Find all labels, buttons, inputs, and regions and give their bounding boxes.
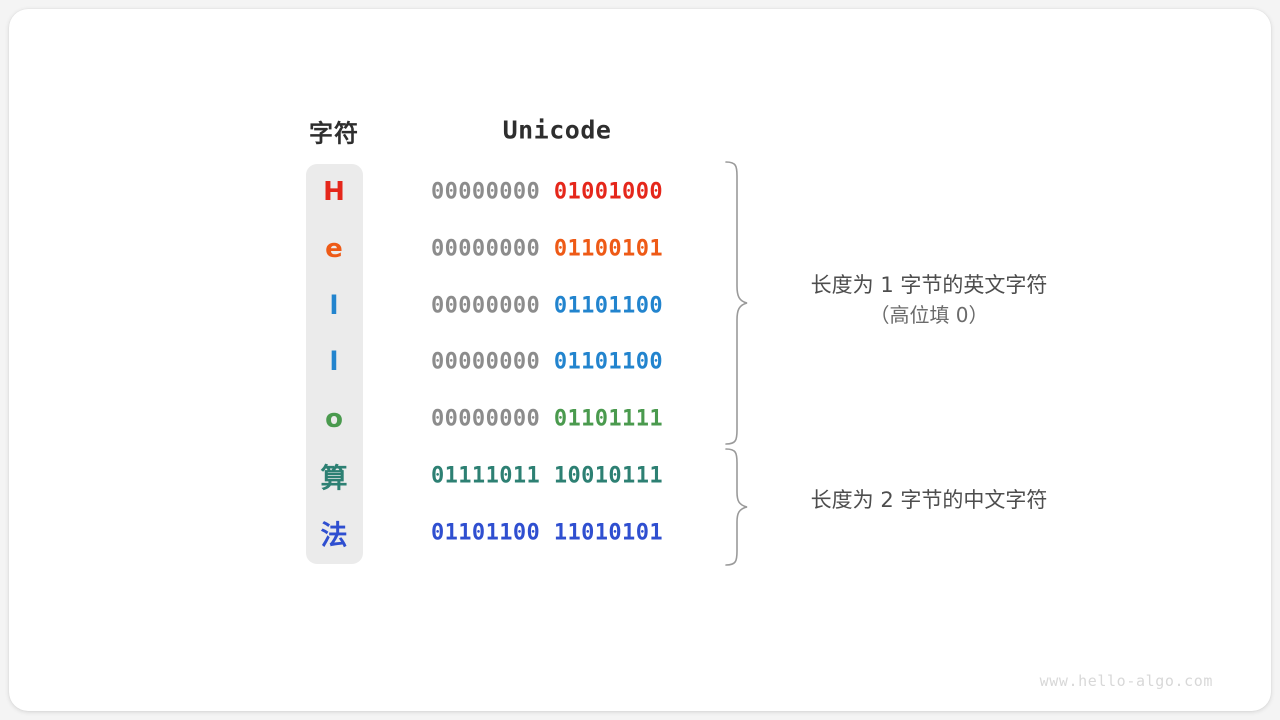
byte-separator bbox=[540, 464, 554, 489]
unicode-bits-cell: 01111011 10010111 bbox=[431, 464, 663, 489]
high-byte: 00000000 bbox=[431, 236, 541, 262]
character-cell: e bbox=[325, 233, 343, 264]
character-cell: H bbox=[323, 177, 345, 207]
byte-separator bbox=[540, 293, 554, 318]
figure-card bbox=[9, 9, 1271, 711]
unicode-bits-cell: 00000000 01101111 bbox=[431, 407, 663, 432]
character-cell: 算 bbox=[320, 463, 348, 495]
low-byte: 01100101 bbox=[553, 236, 663, 262]
column-header-unicode: Unicode bbox=[502, 115, 612, 145]
annotation-one-byte-line2: （高位填 0） bbox=[869, 302, 989, 327]
character-cell: 法 bbox=[320, 520, 348, 552]
annotation-one-byte: 长度为 1 字节的英文字符 （高位填 0） bbox=[811, 271, 1048, 329]
character-cell: l bbox=[329, 290, 339, 321]
character-cell: o bbox=[325, 404, 343, 435]
low-byte: 10010111 bbox=[553, 463, 663, 489]
unicode-bits-cell: 00000000 01101100 bbox=[431, 350, 663, 375]
high-byte: 01101100 bbox=[431, 520, 541, 546]
high-byte: 00000000 bbox=[431, 349, 541, 375]
unicode-bits-cell: 00000000 01100101 bbox=[431, 236, 663, 261]
byte-separator bbox=[540, 407, 554, 432]
unicode-bits-cell: 01101100 11010101 bbox=[431, 520, 663, 545]
brace-two-byte-group bbox=[722, 447, 750, 572]
low-byte: 01001000 bbox=[553, 179, 663, 205]
brace-one-byte-group bbox=[722, 160, 750, 451]
annotation-two-byte-line1: 长度为 2 字节的中文字符 bbox=[810, 488, 1048, 513]
high-byte: 00000000 bbox=[431, 406, 541, 432]
character-column-pill bbox=[306, 164, 363, 564]
column-header-character: 字符 bbox=[309, 119, 359, 148]
low-byte: 01101100 bbox=[553, 349, 663, 375]
byte-separator bbox=[540, 236, 554, 261]
unicode-bits-cell: 00000000 01101100 bbox=[431, 293, 663, 318]
high-byte: 01111011 bbox=[431, 463, 541, 489]
byte-separator bbox=[540, 180, 554, 205]
low-byte: 01101100 bbox=[553, 293, 663, 319]
character-cell: l bbox=[329, 347, 339, 378]
high-byte: 00000000 bbox=[431, 179, 541, 205]
byte-separator bbox=[540, 520, 554, 545]
low-byte: 01101111 bbox=[553, 406, 663, 432]
watermark: www.hello-algo.com bbox=[1039, 672, 1213, 690]
byte-separator bbox=[540, 350, 554, 375]
low-byte: 11010101 bbox=[553, 520, 663, 546]
annotation-one-byte-line1: 长度为 1 字节的英文字符 bbox=[810, 272, 1048, 297]
annotation-two-byte: 长度为 2 字节的中文字符 bbox=[811, 486, 1048, 516]
unicode-bits-cell: 00000000 01001000 bbox=[431, 180, 663, 205]
high-byte: 00000000 bbox=[431, 293, 541, 319]
